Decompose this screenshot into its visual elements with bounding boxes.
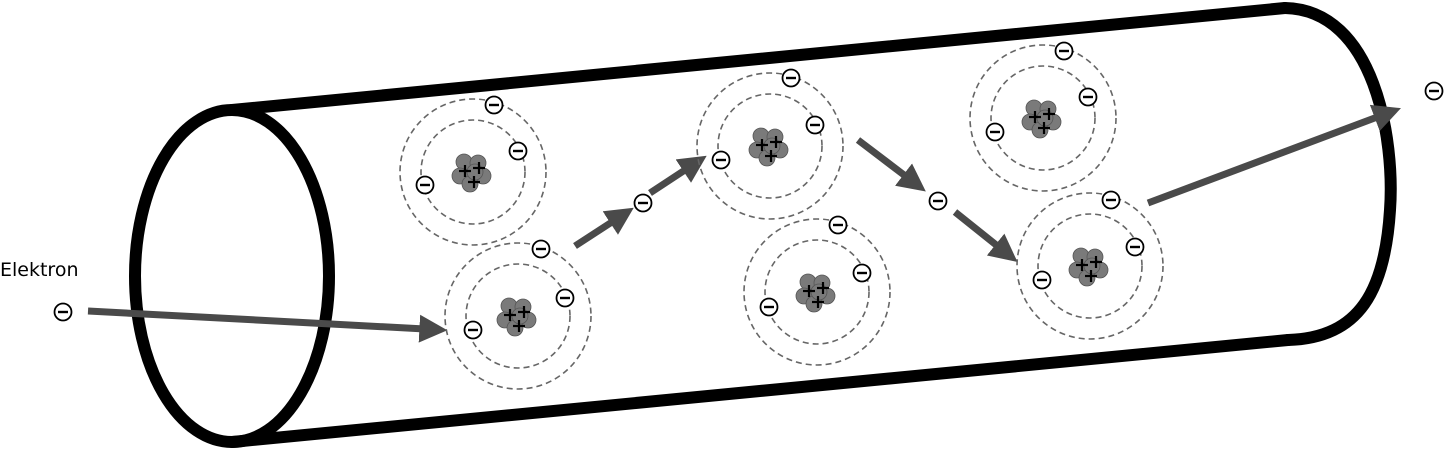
bound-electron-icon (852, 263, 872, 283)
path-arrow-5 (952, 209, 1018, 262)
proton-plus-icon (1043, 108, 1055, 120)
bound-electron-icon (1125, 237, 1145, 257)
proton-plus-icon (812, 296, 824, 308)
inner-orbit (990, 65, 1096, 171)
nucleus (795, 273, 836, 313)
bound-electron-icon (828, 215, 848, 235)
proton-plus-icon (459, 165, 471, 177)
proton-plus-icon (518, 306, 530, 318)
outer-orbit (743, 218, 891, 366)
atoms (399, 41, 1164, 390)
nucleus (1068, 247, 1109, 287)
incoming-electron-icon (53, 302, 73, 322)
proton-plus-icon (468, 176, 480, 188)
bound-electron-icon (985, 122, 1005, 142)
bound-electron-icon (1101, 190, 1121, 210)
bound-electron-icon (463, 320, 483, 340)
bound-electron-icon (484, 95, 504, 115)
inner-orbit (1037, 213, 1143, 319)
wire-cylinder (129, 2, 1397, 448)
proton-plus-icon (1038, 122, 1050, 134)
bound-electron-icon (555, 288, 575, 308)
nucleus (1021, 99, 1062, 139)
bound-electron-icon (781, 68, 801, 88)
wire-top-edge (226, 2, 1291, 116)
atom-icon (969, 41, 1117, 192)
outer-orbit (696, 72, 844, 220)
proton-plus-icon (1090, 256, 1102, 268)
proton-plus-icon (504, 309, 516, 321)
bound-electron-icon (415, 175, 435, 195)
nucleus (451, 153, 492, 193)
proton-plus-icon (1029, 111, 1041, 123)
proton-plus-icon (817, 282, 829, 294)
bound-electron-icon (1032, 270, 1052, 290)
atom-icon (444, 239, 592, 390)
bound-electron-icon (508, 141, 528, 161)
outer-orbit (969, 44, 1117, 192)
outer-orbit (399, 98, 547, 246)
inner-orbit (764, 239, 870, 345)
electron-label: Elektron (0, 259, 79, 281)
path-arrow-6 (1146, 104, 1401, 207)
path-arrow-1 (87, 307, 448, 343)
inner-orbit (465, 263, 571, 369)
proton-plus-icon (803, 285, 815, 297)
proton-plus-icon (765, 150, 777, 162)
proton-plus-icon (1085, 270, 1097, 282)
inner-orbit (420, 119, 526, 225)
inner-orbit (717, 93, 823, 199)
bound-electron-icon (759, 297, 779, 317)
bound-electron-icon (1054, 41, 1074, 61)
free-electrons (53, 81, 1444, 322)
proton-plus-icon (1076, 259, 1088, 271)
electron-path (87, 104, 1401, 343)
outgoing-electron-icon (1424, 81, 1444, 101)
atom-icon (1016, 190, 1164, 340)
bound-electron-icon (1078, 87, 1098, 107)
nucleus (748, 127, 789, 167)
free-electron-icon (633, 193, 653, 213)
wire-front-opening (129, 104, 335, 448)
wire-back-edge (1279, 2, 1397, 346)
atom-icon (743, 215, 891, 366)
bound-electron-icon (805, 115, 825, 135)
path-arrow-2 (573, 207, 634, 249)
proton-plus-icon (473, 162, 485, 174)
atom-icon (399, 95, 547, 246)
outer-orbit (444, 242, 592, 390)
wire-bottom-edge (226, 334, 1294, 448)
path-arrow-4 (855, 137, 926, 192)
outer-orbit (1016, 192, 1164, 340)
proton-plus-icon (756, 139, 768, 151)
proton-plus-icon (513, 320, 525, 332)
path-arrow-3 (648, 155, 707, 196)
nucleus (496, 297, 537, 337)
proton-plus-icon (770, 136, 782, 148)
bound-electron-icon (531, 239, 551, 259)
atom-icon (696, 68, 844, 220)
free-electron-icon (928, 191, 948, 211)
bound-electron-icon (711, 150, 731, 170)
